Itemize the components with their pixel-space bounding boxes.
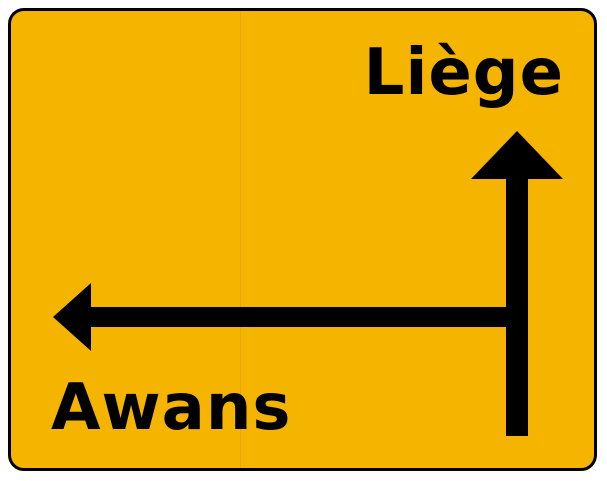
direction-sign: Liège Awans (8, 8, 597, 471)
destination-liege: Liège (363, 36, 564, 110)
panel-seam (240, 11, 241, 468)
destination-awans: Awans (51, 371, 292, 445)
up-arrowhead-icon (471, 131, 563, 179)
left-arrow-stem (83, 307, 528, 327)
route-arrows (53, 131, 563, 436)
left-arrowhead-icon (53, 283, 91, 351)
straight-arrow-stem (506, 171, 528, 436)
